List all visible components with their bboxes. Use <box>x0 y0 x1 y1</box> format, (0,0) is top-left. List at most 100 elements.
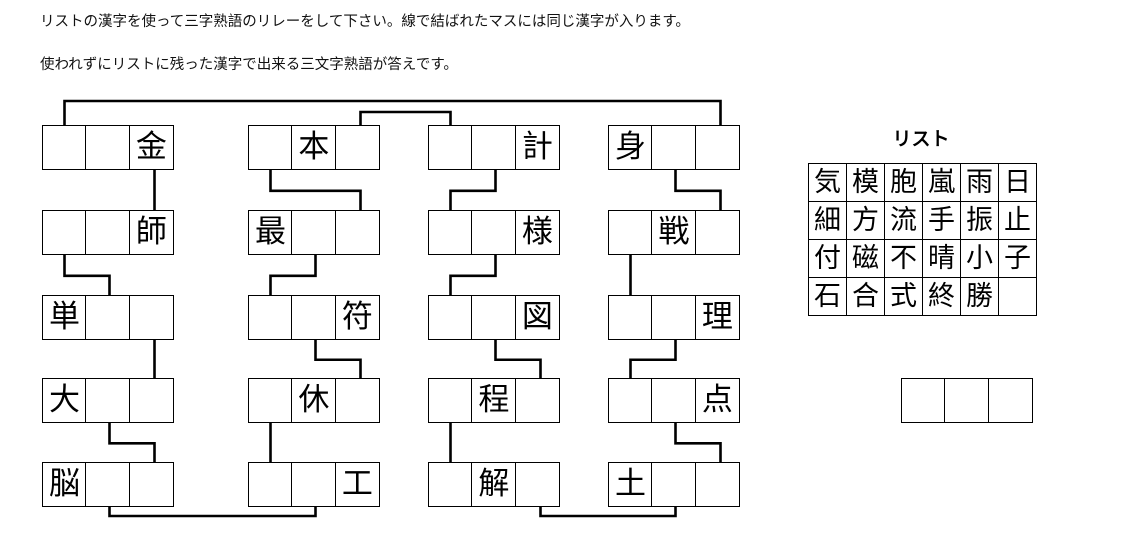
kanji-cell-empty[interactable] <box>85 210 131 255</box>
kanji-cell-empty[interactable] <box>428 210 473 255</box>
kanji-cell-filled[interactable]: 点 <box>694 378 740 423</box>
kanji-cell-empty[interactable] <box>128 378 174 423</box>
kanji-cell-filled[interactable]: 程 <box>471 378 517 423</box>
list-kanji-cell[interactable]: 振 <box>960 201 999 240</box>
list-kanji-cell[interactable]: 合 <box>846 277 885 316</box>
word-4-1: 身 <box>608 125 740 170</box>
kanji-cell-filled[interactable]: 様 <box>514 210 560 255</box>
kanji-cell-empty[interactable] <box>334 125 380 170</box>
kanji-cell-empty[interactable] <box>291 295 337 340</box>
kanji-cell-filled[interactable]: 師 <box>128 210 174 255</box>
kanji-cell-empty[interactable] <box>694 210 740 255</box>
kanji-cell-empty[interactable] <box>694 462 740 507</box>
kanji-cell-empty[interactable] <box>248 462 293 507</box>
kanji-cell-empty[interactable] <box>85 378 131 423</box>
word-1-5: 脳 <box>42 462 174 507</box>
list-kanji-cell[interactable]: 小 <box>960 239 999 278</box>
kanji-cell-empty[interactable] <box>694 125 740 170</box>
kanji-cell-empty[interactable] <box>651 378 697 423</box>
kanji-cell-filled[interactable]: 単 <box>42 295 87 340</box>
list-kanji-cell[interactable]: 細 <box>808 201 847 240</box>
kanji-cell-filled[interactable]: 金 <box>128 125 174 170</box>
list-kanji-cell[interactable]: 不 <box>884 239 923 278</box>
kanji-cell-empty[interactable] <box>428 462 473 507</box>
kanji-cell-empty[interactable] <box>128 462 174 507</box>
list-kanji-cell[interactable]: 手 <box>922 201 961 240</box>
kanji-cell-empty[interactable] <box>651 295 697 340</box>
list-kanji-cell[interactable]: 胞 <box>884 163 923 202</box>
kanji-list-table: 気模胞嵐雨日細方流手振止付磁不晴小子石合式終勝 <box>808 163 1037 316</box>
answer-cell[interactable] <box>901 378 946 423</box>
answer-cell[interactable] <box>944 378 990 423</box>
list-kanji-cell[interactable]: 子 <box>998 239 1037 278</box>
kanji-cell-empty[interactable] <box>471 210 517 255</box>
list-kanji-cell[interactable]: 嵐 <box>922 163 961 202</box>
list-kanji-cell[interactable]: 模 <box>846 163 885 202</box>
list-kanji-cell[interactable]: 磁 <box>846 239 885 278</box>
kanji-cell-empty[interactable] <box>248 295 293 340</box>
answer-boxes <box>901 378 1033 423</box>
list-kanji-cell[interactable]: 式 <box>884 277 923 316</box>
kanji-cell-empty[interactable] <box>471 295 517 340</box>
kanji-cell-empty[interactable] <box>608 378 653 423</box>
kanji-cell-empty[interactable] <box>291 462 337 507</box>
list-kanji-cell[interactable]: 流 <box>884 201 923 240</box>
kanji-cell-filled[interactable]: 計 <box>514 125 560 170</box>
kanji-cell-filled[interactable]: 最 <box>248 210 293 255</box>
kanji-cell-filled[interactable]: 休 <box>291 378 337 423</box>
link-12 <box>449 168 497 212</box>
kanji-cell-empty[interactable] <box>85 462 131 507</box>
kanji-cell-empty[interactable] <box>514 378 560 423</box>
word-4-2: 戦 <box>608 210 740 255</box>
kanji-cell-empty[interactable] <box>248 378 293 423</box>
kanji-cell-filled[interactable]: 大 <box>42 378 87 423</box>
list-kanji-cell[interactable]: 日 <box>998 163 1037 202</box>
kanji-cell-filled[interactable]: 工 <box>334 462 380 507</box>
kanji-cell-empty[interactable] <box>651 462 697 507</box>
kanji-cell-filled[interactable]: 理 <box>694 295 740 340</box>
link-7 <box>108 505 317 518</box>
list-kanji-cell[interactable]: 石 <box>808 277 847 316</box>
kanji-cell-empty[interactable] <box>42 125 87 170</box>
kanji-cell-empty[interactable] <box>514 462 560 507</box>
kanji-cell-empty[interactable] <box>651 125 697 170</box>
kanji-cell-empty[interactable] <box>42 210 87 255</box>
answer-cell[interactable] <box>987 378 1033 423</box>
list-kanji-cell[interactable]: 雨 <box>960 163 999 202</box>
kanji-cell-filled[interactable]: 図 <box>514 295 560 340</box>
list-kanji-cell[interactable]: 終 <box>922 277 961 316</box>
kanji-cell-empty[interactable] <box>248 125 293 170</box>
kanji-cell-empty[interactable] <box>85 295 131 340</box>
list-kanji-cell[interactable]: 晴 <box>922 239 961 278</box>
list-kanji-cell[interactable]: 付 <box>808 239 847 278</box>
kanji-cell-filled[interactable]: 解 <box>471 462 517 507</box>
list-kanji-cell[interactable]: 方 <box>846 201 885 240</box>
list-kanji-cell[interactable]: 気 <box>808 163 847 202</box>
list-kanji-cell-empty[interactable] <box>998 277 1037 316</box>
kanji-cell-empty[interactable] <box>291 210 337 255</box>
kanji-cell-empty[interactable] <box>471 125 517 170</box>
kanji-cell-filled[interactable]: 戦 <box>651 210 697 255</box>
kanji-cell-empty[interactable] <box>428 378 473 423</box>
kanji-cell-empty[interactable] <box>334 210 380 255</box>
kanji-cell-filled[interactable]: 符 <box>334 295 380 340</box>
kanji-cell-empty[interactable] <box>608 295 653 340</box>
link-13 <box>449 253 497 297</box>
kanji-cell-filled[interactable]: 身 <box>608 125 653 170</box>
kanji-cell-empty[interactable] <box>608 210 653 255</box>
list-row: 気模胞嵐雨日 <box>808 163 1037 202</box>
kanji-cell-empty[interactable] <box>334 378 380 423</box>
link-8 <box>269 168 362 212</box>
kanji-cell-filled[interactable]: 脳 <box>42 462 87 507</box>
kanji-cell-empty[interactable] <box>428 295 473 340</box>
word-3-5: 解 <box>428 462 560 507</box>
list-title: リスト <box>892 128 950 150</box>
word-1-2: 師 <box>42 210 174 255</box>
kanji-cell-empty[interactable] <box>128 295 174 340</box>
list-kanji-cell[interactable]: 止 <box>998 201 1037 240</box>
kanji-cell-filled[interactable]: 土 <box>608 462 653 507</box>
kanji-cell-empty[interactable] <box>85 125 131 170</box>
kanji-cell-filled[interactable]: 本 <box>291 125 337 170</box>
kanji-cell-empty[interactable] <box>428 125 473 170</box>
list-kanji-cell[interactable]: 勝 <box>960 277 999 316</box>
